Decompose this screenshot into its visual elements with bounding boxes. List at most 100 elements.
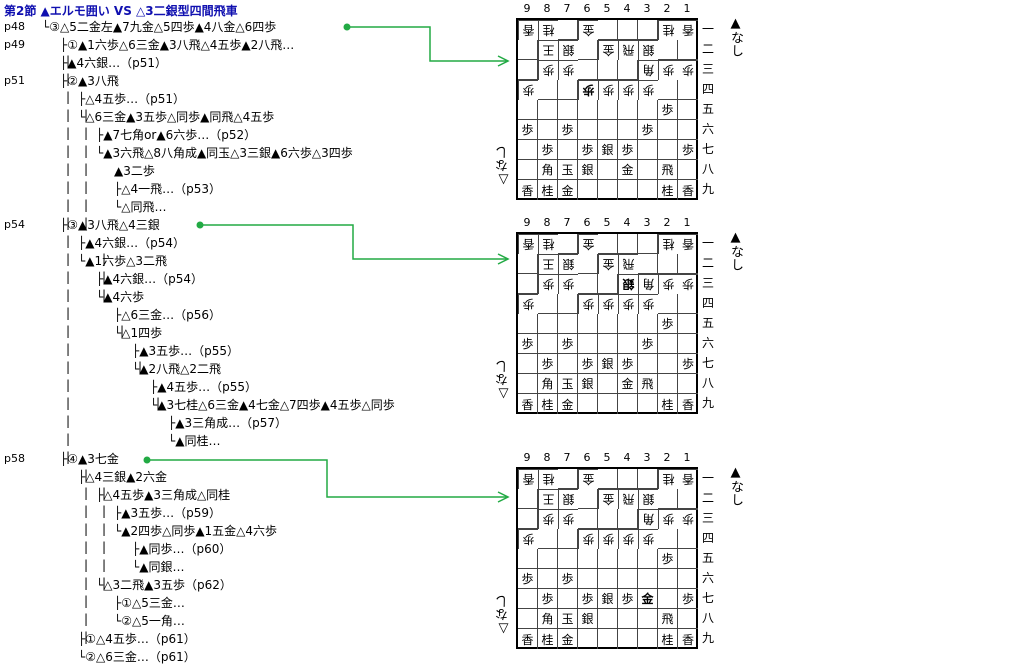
- shogi-piece: 銀: [598, 589, 618, 609]
- column-label: 3: [643, 451, 651, 464]
- shogi-piece: 銀: [598, 140, 618, 160]
- black-hand-pieces: ▲なし: [728, 465, 743, 506]
- board-square: [578, 334, 598, 354]
- shogi-piece: 角: [538, 374, 558, 394]
- tree-pipe: |: [66, 396, 71, 410]
- page-ref-label: p51: [4, 74, 25, 87]
- tree-pipe: |: [66, 252, 71, 266]
- board-square: [558, 354, 578, 374]
- row-label: 八: [702, 162, 715, 176]
- shogi-piece: 歩: [578, 140, 598, 160]
- shogi-piece: 玉: [558, 609, 578, 629]
- board-square: [598, 334, 618, 354]
- board-square: [658, 374, 678, 394]
- board-square: [598, 629, 618, 649]
- variation-line: ├▲同歩…（p60）: [132, 542, 232, 556]
- board-square: [538, 549, 558, 569]
- variation-line: ▲3二歩: [114, 164, 155, 178]
- row-label: 二: [702, 42, 715, 56]
- board-square: [558, 100, 578, 120]
- board-square: [578, 180, 598, 200]
- board-square: [618, 569, 638, 589]
- tree-pipe: |: [66, 216, 71, 230]
- shogi-piece: 桂: [658, 180, 678, 200]
- tree-pipe: |: [102, 270, 107, 284]
- shogi-piece: 歩: [678, 354, 698, 374]
- board-square: [578, 489, 598, 509]
- tree-pipe: |: [66, 90, 71, 104]
- connector-line: [200, 224, 508, 260]
- variation-line: └△6三金▲3五歩△同歩▲同飛△4五歩: [78, 110, 275, 124]
- board-square: [618, 609, 638, 629]
- board-square: [578, 394, 598, 414]
- board-square: [518, 254, 538, 274]
- shogi-piece: 桂: [538, 394, 558, 414]
- column-label: 8: [543, 216, 551, 229]
- tree-pipe: |: [84, 144, 89, 158]
- shogi-piece: 歩: [558, 569, 578, 589]
- column-label: 9: [523, 216, 531, 229]
- column-label: 2: [663, 2, 671, 15]
- shogi-board: 香桂金桂香王銀金飛銀歩歩角歩歩歩歩歩歩歩歩歩歩歩歩銀歩金歩角玉銀飛香桂金桂香: [516, 467, 698, 649]
- shogi-piece: 銀: [598, 354, 618, 374]
- board-square: [678, 40, 698, 60]
- shogi-piece: 歩: [538, 589, 558, 609]
- row-label: 二: [702, 256, 715, 270]
- shogi-piece: 銀: [578, 609, 598, 629]
- variation-line: └▲2四歩△同歩▲1五金△4六歩: [114, 524, 278, 538]
- board-square: [538, 100, 558, 120]
- shogi-piece: 香: [681, 397, 694, 412]
- shogi-piece: 香: [681, 632, 694, 647]
- shogi-piece: 玉: [558, 160, 578, 180]
- tree-pipe: |: [66, 54, 71, 68]
- board-square: [638, 180, 658, 200]
- column-label: 1: [683, 451, 691, 464]
- arrowhead: [497, 55, 510, 67]
- tree-pipe: |: [66, 72, 71, 86]
- board-square: [518, 274, 538, 294]
- board-square: [598, 394, 618, 414]
- board-row-labels: 一二三四五六七八九: [702, 468, 714, 648]
- board-square: [618, 394, 638, 414]
- column-label: 3: [643, 2, 651, 15]
- arrowhead: [497, 253, 510, 265]
- tree-pipe: |: [156, 396, 161, 410]
- tree-pipe: |: [66, 414, 71, 428]
- shogi-piece: 金: [618, 160, 638, 180]
- board-square: [538, 314, 558, 334]
- board-square: [518, 40, 538, 60]
- board-square: [558, 140, 578, 160]
- board-square: [678, 160, 698, 180]
- board-square: [638, 160, 658, 180]
- tree-pipe: |: [66, 162, 71, 176]
- board-square: [558, 80, 578, 100]
- board-square: [598, 509, 618, 529]
- board-square: [578, 100, 598, 120]
- board-square: [598, 160, 618, 180]
- variation-line: ├▲3五歩…（p55）: [132, 344, 239, 358]
- row-label: 八: [702, 376, 715, 390]
- board-square: [598, 274, 618, 294]
- variation-line: ├①△4五歩…（p61）: [78, 632, 196, 646]
- row-label: 五: [702, 102, 715, 116]
- board-square: [598, 609, 618, 629]
- board-square: [538, 120, 558, 140]
- variation-line: ├④▲3七金: [60, 452, 119, 466]
- connector-line: [147, 459, 508, 498]
- variation-line: ├①△5三金…: [114, 596, 185, 610]
- page-ref-label: p58: [4, 452, 25, 465]
- board-square: [618, 60, 638, 80]
- column-label: 1: [683, 2, 691, 15]
- variation-line: └▲2八飛△2二飛: [132, 362, 221, 376]
- connector-line: [347, 26, 508, 62]
- board-square: [658, 254, 678, 274]
- tree-pipe: |: [84, 576, 89, 590]
- board-square: [618, 234, 638, 254]
- tree-pipe: |: [84, 522, 89, 536]
- board-square: [678, 314, 698, 334]
- board-square: [518, 100, 538, 120]
- board-square: [558, 294, 578, 314]
- shogi-piece: 飛: [658, 160, 678, 180]
- shogi-piece: 歩: [518, 334, 538, 354]
